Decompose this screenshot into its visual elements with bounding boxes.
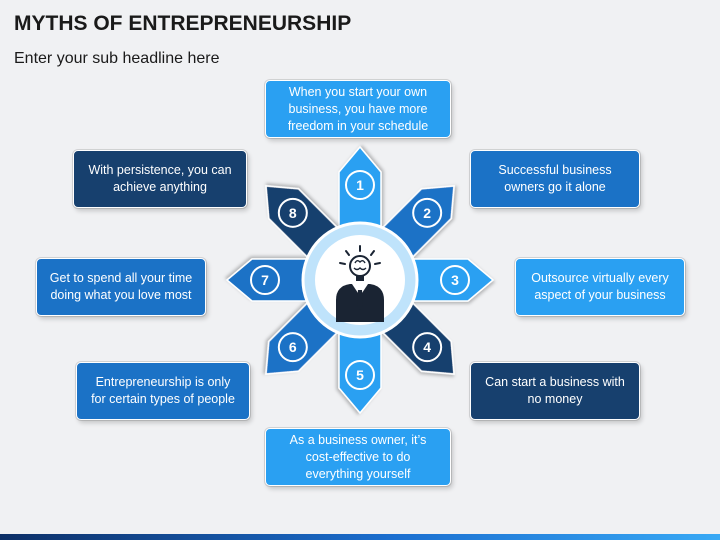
myth-box-4: Can start a business with no money	[470, 362, 640, 420]
step-number-8: 8	[277, 197, 308, 228]
svg-text:5: 5	[356, 367, 364, 383]
step-number-1: 1	[345, 170, 375, 200]
svg-text:6: 6	[289, 339, 297, 355]
svg-text:3: 3	[451, 272, 459, 288]
step-number-2: 2	[412, 197, 443, 228]
svg-text:4: 4	[423, 339, 431, 355]
myth-box-6: Entrepreneurship is only for certain typ…	[76, 362, 250, 420]
step-number-6: 6	[277, 332, 308, 363]
center-hub	[301, 221, 419, 339]
step-number-7: 7	[250, 265, 280, 295]
myth-box-7: Get to spend all your time doing what yo…	[36, 258, 206, 316]
svg-text:7: 7	[261, 272, 269, 288]
svg-text:8: 8	[289, 205, 297, 221]
svg-text:2: 2	[423, 205, 431, 221]
svg-text:1: 1	[356, 177, 364, 193]
myth-text: When you start your own business, you ha…	[287, 84, 429, 133]
myth-text: Outsource virtually every aspect of your…	[531, 271, 669, 302]
myth-box-3: Outsource virtually every aspect of your…	[515, 258, 685, 316]
myth-text: With persistence, you can achieve anythi…	[88, 163, 232, 194]
step-number-3: 3	[440, 265, 470, 295]
step-number-4: 4	[412, 332, 443, 363]
businessman-lightbulb-brain-icon	[336, 245, 384, 322]
myth-text: Successful business owners go it alone	[498, 163, 612, 194]
page-subtitle: Enter your sub headline here	[14, 50, 220, 67]
myth-box-5: As a business owner, it’s cost-effective…	[265, 428, 451, 486]
myth-text: Get to spend all your time doing what yo…	[49, 271, 193, 302]
myth-box-8: With persistence, you can achieve anythi…	[73, 150, 247, 208]
myth-text: As a business owner, it’s cost-effective…	[289, 432, 427, 481]
step-number-5: 5	[345, 360, 375, 390]
bottom-accent-bar	[0, 534, 720, 540]
myth-text: Can start a business with no money	[485, 375, 625, 406]
myth-box-1: When you start your own business, you ha…	[265, 80, 451, 138]
page-title: MYTHS OF ENTREPRENEURSHIP	[14, 12, 352, 35]
myth-text: Entrepreneurship is only for certain typ…	[91, 375, 235, 406]
myth-box-2: Successful business owners go it alone	[470, 150, 640, 208]
